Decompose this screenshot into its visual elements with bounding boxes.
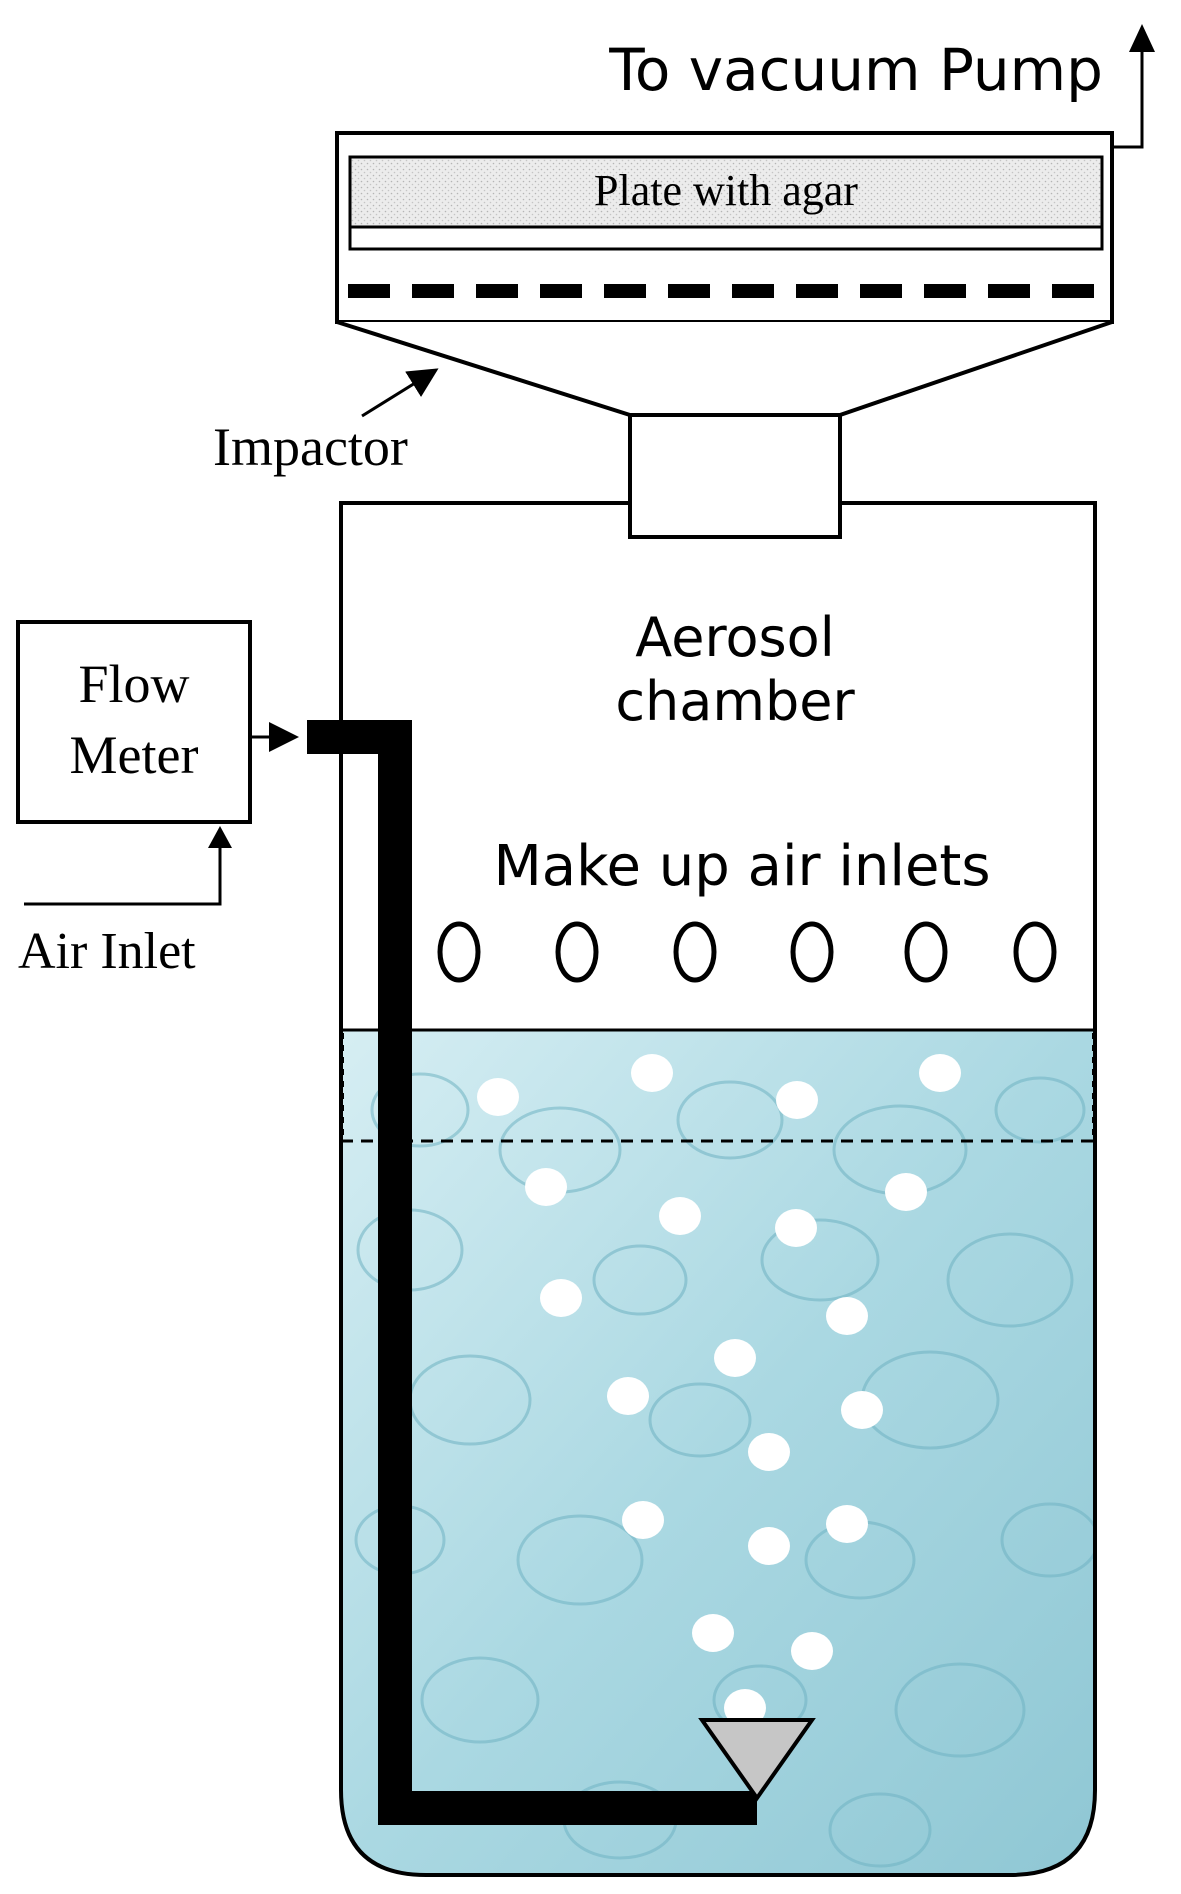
- bubble: [714, 1339, 756, 1377]
- flow-meter-box: [16, 620, 252, 824]
- bubble: [724, 1689, 766, 1727]
- plate-base: [348, 225, 1104, 251]
- pipe-body: [307, 720, 757, 1825]
- bubble: [919, 1054, 961, 1092]
- bubble: [540, 1279, 582, 1317]
- air-inlet-hole: [1013, 921, 1057, 983]
- bubble: [841, 1391, 883, 1429]
- plate-label: Plate with agar: [594, 166, 858, 215]
- impactor-callout: Impactor: [213, 368, 439, 477]
- bubble: [791, 1632, 833, 1670]
- bubble: [659, 1197, 701, 1235]
- bubble: [692, 1614, 734, 1652]
- air-inlet-hole: [673, 921, 717, 983]
- air-inlet-hole: [904, 921, 948, 983]
- air-inlet-hole: [790, 921, 834, 983]
- vacuum-line: To vacuum Pump: [608, 24, 1155, 149]
- flow-meter: Flow Meter: [16, 620, 299, 824]
- bubble: [631, 1054, 673, 1092]
- vacuum-label: To vacuum Pump: [608, 36, 1103, 104]
- triangle-down-icon: [698, 1718, 816, 1802]
- bubble: [748, 1433, 790, 1471]
- aerosol-bubbles: [477, 1054, 961, 1727]
- bubble: [826, 1297, 868, 1335]
- vacuum-pipe: [1112, 45, 1144, 149]
- bubble: [885, 1173, 927, 1211]
- bubble: [622, 1501, 664, 1539]
- chamber-label-line1: Aerosol: [635, 606, 834, 669]
- impactor-neck: [628, 413, 842, 539]
- chamber-label-line2: chamber: [615, 670, 855, 733]
- bubble: [607, 1377, 649, 1415]
- impactor: [335, 131, 1114, 539]
- bubble: [826, 1505, 868, 1543]
- makeup-air-label: Make up air inlets: [493, 834, 990, 899]
- flow-meter-label-line2: Meter: [70, 725, 199, 785]
- liquid-reservoir: [339, 1028, 1097, 1877]
- agar-plate: [348, 155, 1104, 229]
- bubble: [525, 1168, 567, 1206]
- arrow-up-icon: [208, 826, 232, 848]
- aerosol-chamber: Aerosol chamber Make up air inlets: [339, 501, 1097, 1030]
- air-inlet-hole: [555, 921, 599, 983]
- arrow-up-icon: [1129, 24, 1155, 52]
- arrow-icon: [361, 368, 439, 418]
- impactor-cone: [336, 320, 1113, 417]
- air-inlet-label: Air Inlet: [18, 923, 196, 980]
- bubble: [748, 1527, 790, 1565]
- air-supply-pipe: [307, 720, 816, 1825]
- bubble: [775, 1209, 817, 1247]
- bubble: [477, 1078, 519, 1116]
- impactor-label: Impactor: [213, 417, 408, 477]
- chamber-wall: [339, 501, 1097, 1030]
- bubble: [776, 1081, 818, 1119]
- air-inlet-hole: [437, 921, 481, 983]
- air-inlet-line: [24, 840, 222, 906]
- flow-meter-label-line1: Flow: [78, 654, 189, 714]
- air-inlet: Air Inlet: [18, 826, 232, 980]
- makeup-air-inlets: [437, 921, 1057, 983]
- container-outline: [339, 1030, 1097, 1877]
